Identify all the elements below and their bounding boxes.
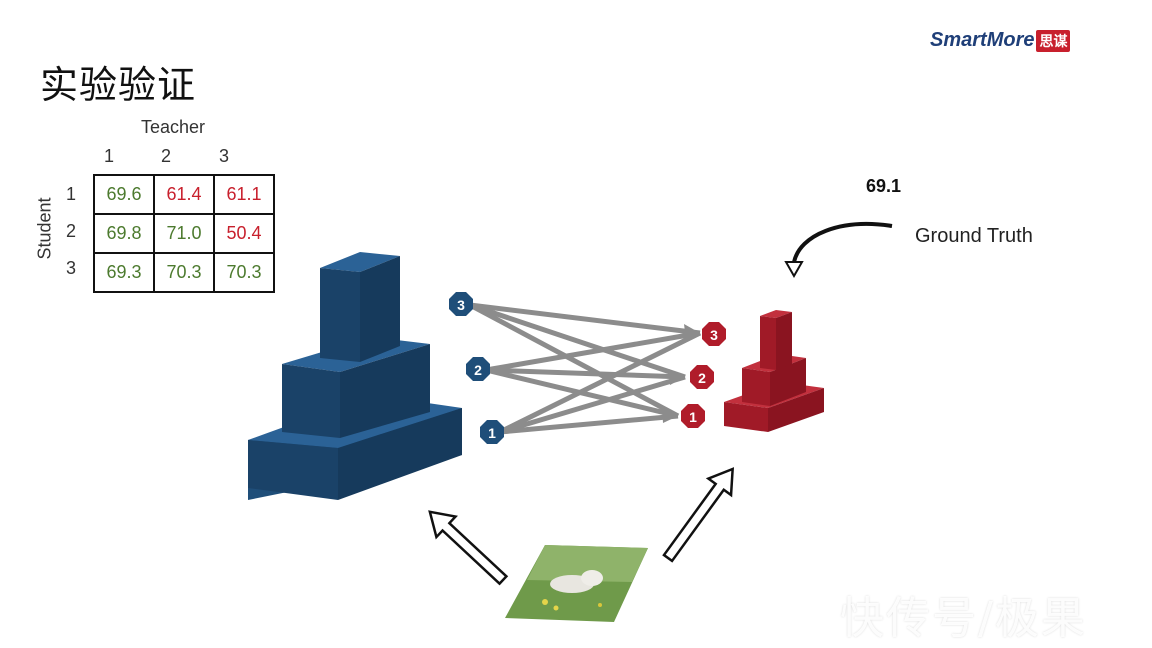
curved-arrow-icon xyxy=(784,222,893,279)
up-arrow-icon xyxy=(662,467,735,563)
teacher-node-3: 3 xyxy=(449,292,473,316)
matrix-cell: 61.4 xyxy=(153,174,215,215)
matrix-cell: 70.3 xyxy=(213,252,275,293)
arrowhead-icon xyxy=(684,324,700,340)
teacher-node-2: 2 xyxy=(466,357,490,381)
student-node-1: 1 xyxy=(681,404,705,428)
connector-line xyxy=(468,302,680,419)
matrix-cell: 50.4 xyxy=(213,213,275,254)
matrix-row: 69.6 61.4 61.1 xyxy=(93,174,275,215)
connector-line xyxy=(499,413,679,435)
matrix-row: 69.8 71.0 50.4 xyxy=(93,213,275,254)
row-header-1: 1 xyxy=(66,184,77,204)
logo-badge: 思谋 xyxy=(1036,29,1071,52)
matrix-cell: 69.6 xyxy=(93,174,155,215)
teacher-node-1: 1 xyxy=(480,420,504,444)
student-node-3: 3 xyxy=(702,322,726,346)
matrix-cell: 69.3 xyxy=(93,252,155,293)
slide-title: 实验验证 xyxy=(40,63,197,107)
connector-lines xyxy=(468,302,702,435)
student-node-label: 1 xyxy=(689,409,697,425)
connector-line xyxy=(499,374,686,435)
arrowhead-icon xyxy=(662,407,678,423)
matrix-cell: 70.3 xyxy=(153,252,215,293)
matrix-cell: 61.1 xyxy=(213,174,275,215)
teacher-node-label: 1 xyxy=(488,425,496,441)
col-header-2: 2 xyxy=(161,146,172,166)
ground-truth-value: 69.1 xyxy=(866,176,902,196)
logo: SmartMore 思谋 xyxy=(930,29,1071,52)
connector-line xyxy=(498,330,702,435)
up-arrow-icon xyxy=(428,510,509,586)
row-header-3: 3 xyxy=(66,258,77,278)
watermark: 快传号/极果 xyxy=(840,593,1087,644)
teacher-node-label: 3 xyxy=(457,297,465,313)
connector-line xyxy=(485,367,686,380)
student-node-label: 2 xyxy=(698,370,706,386)
matrix-cell: 69.8 xyxy=(93,213,155,254)
connector-line xyxy=(469,302,701,336)
teacher-pyramid-icon xyxy=(248,252,462,500)
connector-line xyxy=(485,330,701,373)
input-image-icon xyxy=(505,545,648,622)
logo-text: SmartMore xyxy=(930,29,1035,51)
connector-line xyxy=(469,302,686,380)
teacher-axis-label: Teacher xyxy=(141,117,206,137)
student-node-label: 3 xyxy=(710,327,718,343)
arrowhead-icon xyxy=(669,369,685,385)
connector-arrowheads xyxy=(662,324,700,423)
results-matrix: 69.6 61.4 61.1 69.8 71.0 50.4 69.3 70.3 … xyxy=(93,174,275,293)
teacher-node-label: 2 xyxy=(474,362,482,378)
col-header-3: 3 xyxy=(219,146,230,166)
matrix-row: 69.3 70.3 70.3 xyxy=(93,252,275,293)
student-pyramid-icon xyxy=(724,310,824,432)
ground-truth-label: Ground Truth xyxy=(915,225,1033,247)
col-header-1: 1 xyxy=(104,146,115,166)
row-header-2: 2 xyxy=(66,221,77,241)
student-node-2: 2 xyxy=(690,365,714,389)
matrix-cell: 71.0 xyxy=(153,213,215,254)
